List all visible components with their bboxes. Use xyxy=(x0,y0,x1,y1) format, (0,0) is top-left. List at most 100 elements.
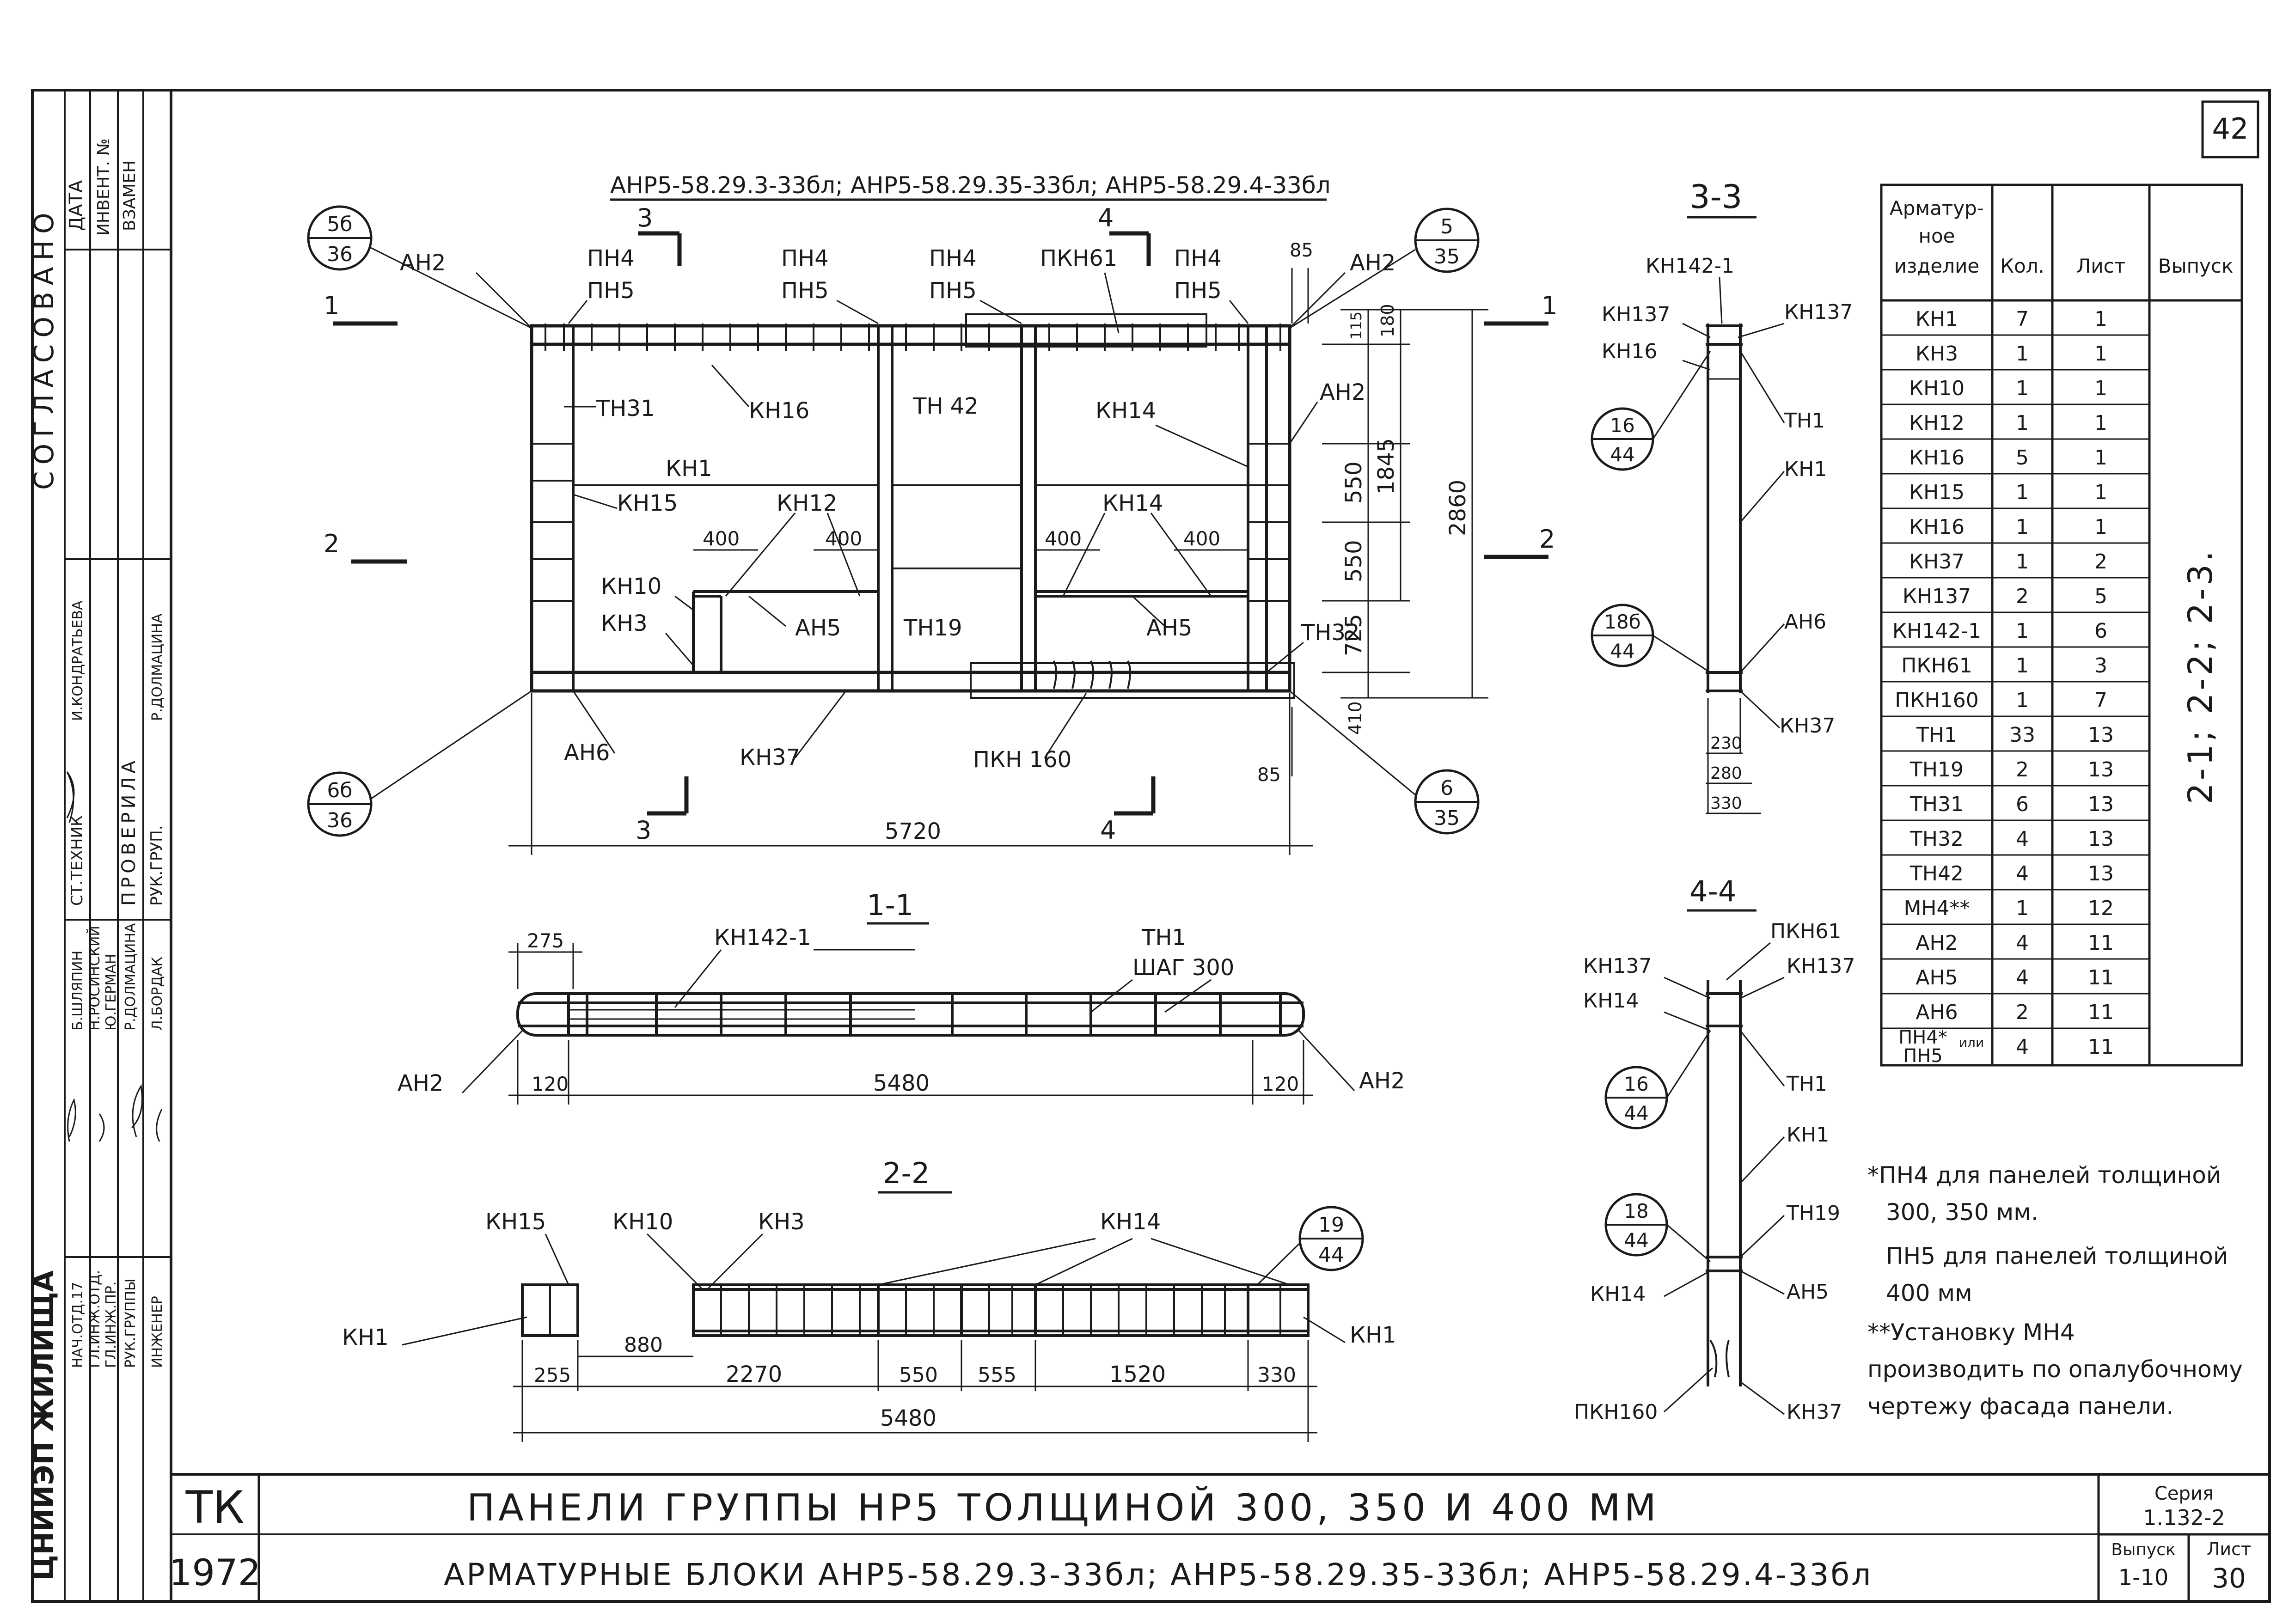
section-3-3: 3-3 КН142-1 КН137 КН137 КН16 ТН1 КН1 АН6… xyxy=(1591,178,1853,814)
svg-text:13: 13 xyxy=(2088,827,2114,851)
dim-410: 410 xyxy=(1345,701,1365,735)
svg-text:18б: 18б xyxy=(1604,611,1640,633)
svg-text:5б: 5б xyxy=(327,213,352,236)
svg-text:КН37: КН37 xyxy=(1909,550,1965,574)
svg-text:КН16: КН16 xyxy=(1909,446,1965,470)
bubble-19-44: 19 44 xyxy=(1298,1206,1364,1271)
svg-text:1: 1 xyxy=(2016,515,2029,539)
svg-text:35: 35 xyxy=(1434,245,1460,269)
stamp-date: ДАТА xyxy=(66,180,87,231)
title-block: ТК 1972 ПАНЕЛИ ГРУППЫ НР5 ТОЛЩИНОЙ 300, … xyxy=(169,1474,2270,1601)
svg-text:1: 1 xyxy=(1542,291,1557,320)
svg-text:35: 35 xyxy=(1434,806,1460,830)
s11-tn1: ТН1 xyxy=(1141,925,1186,951)
svg-text:1: 1 xyxy=(2094,307,2107,331)
stamp-inventory: ИНВЕНТ. № xyxy=(94,138,113,236)
name-3: Ю.ГЕРМАН xyxy=(103,954,119,1031)
svg-text:19: 19 xyxy=(1318,1213,1344,1237)
table-row: КН1 7 1 xyxy=(1916,307,2107,331)
note-line-6: производить по опалубочному xyxy=(1867,1356,2243,1383)
cut-marks: 3 4 1 2 1 2 3 4 xyxy=(324,203,1557,845)
series-label: Серия xyxy=(2154,1483,2214,1504)
s22-dim-555: 555 xyxy=(978,1363,1016,1387)
s33-dim-280: 280 xyxy=(1710,764,1742,783)
section-2-2: 2-2 КН15 КН10 КН3 КН xyxy=(342,1156,1396,1442)
s11-an2-right: АН2 xyxy=(1359,1068,1405,1094)
note-line-1: *ПН4 для панелей толщиной xyxy=(1867,1162,2221,1189)
svg-text:1: 1 xyxy=(2016,411,2029,435)
dim-550a: 550 xyxy=(1341,461,1367,504)
s33-dim-230: 230 xyxy=(1710,734,1742,753)
table-row: ПКН160 1 7 xyxy=(1895,689,2107,712)
svg-text:7: 7 xyxy=(2016,307,2029,331)
s44-tn19: ТН19 xyxy=(1786,1202,1840,1225)
svg-text:44: 44 xyxy=(1610,443,1634,466)
elevation-labels: АН2 ПН4 ПН5 ПН4 ПН5 ПН4 ПН5 ПКН61 ПН4 ПН… xyxy=(400,245,1395,773)
svg-text:33: 33 xyxy=(2009,723,2035,747)
svg-text:1: 1 xyxy=(2094,411,2107,435)
svg-text:КН137: КН137 xyxy=(1903,585,1971,608)
table-row: ТН1 33 13 xyxy=(1916,723,2114,747)
lbl-pkn160: ПКН 160 xyxy=(973,747,1071,773)
lbl-kn1: КН1 xyxy=(666,456,712,482)
top-ties xyxy=(545,324,1281,351)
table-row: ТН31 6 13 xyxy=(1909,793,2114,816)
lbl-an2-left: АН2 xyxy=(400,250,446,276)
spec-header-release: Выпуск xyxy=(2158,255,2234,277)
svg-text:КН142-1: КН142-1 xyxy=(1892,619,1981,643)
post-5: ИНЖЕНЕР xyxy=(149,1296,165,1368)
table-row: КН142-1 1 6 xyxy=(1892,619,2107,643)
table-row: ТН32 4 13 xyxy=(1909,827,2114,851)
lbl-tn31: ТН31 xyxy=(596,396,655,421)
svg-text:КН15: КН15 xyxy=(1909,481,1965,504)
svg-text:2: 2 xyxy=(2094,550,2107,574)
s22-kn3: КН3 xyxy=(758,1209,805,1235)
s22-dim-330: 330 xyxy=(1257,1363,1296,1387)
bubble-6-35: 6 35 xyxy=(1414,769,1480,835)
svg-text:1: 1 xyxy=(2094,377,2107,400)
s44-tn1: ТН1 xyxy=(1786,1072,1827,1096)
svg-text:11: 11 xyxy=(2088,931,2114,955)
lbl-kn3: КН3 xyxy=(601,611,648,636)
svg-text:6: 6 xyxy=(1440,776,1453,800)
svg-text:2: 2 xyxy=(1539,525,1555,554)
svg-text:18: 18 xyxy=(1624,1200,1648,1222)
svg-text:1: 1 xyxy=(324,291,339,320)
svg-text:6: 6 xyxy=(2094,619,2107,643)
s11-step: ШАГ 300 xyxy=(1132,955,1234,981)
svg-text:13: 13 xyxy=(2088,723,2114,747)
stamp-replace: ВЗАМЕН xyxy=(120,160,139,231)
post-3: ГЛ.ИНЖ.ПР. xyxy=(103,1282,119,1368)
bubble-16-44-b: 16 44 xyxy=(1604,1066,1668,1129)
dim-550b: 550 xyxy=(1341,540,1367,582)
svg-text:7: 7 xyxy=(2094,689,2107,712)
s11-dim-5480: 5480 xyxy=(873,1070,930,1096)
svg-text:2: 2 xyxy=(324,529,339,558)
table-row: КН16 1 1 xyxy=(1909,515,2107,539)
s33-kn137-left: КН137 xyxy=(1602,303,1670,326)
svg-text:3: 3 xyxy=(636,816,651,845)
svg-text:44: 44 xyxy=(1610,640,1634,662)
table-row: ТН42 4 13 xyxy=(1909,862,2114,885)
dim-115: 115 xyxy=(1347,311,1365,340)
s33-kn1: КН1 xyxy=(1784,458,1827,481)
top-post-1: СТ.ТЕХНИК xyxy=(68,815,86,906)
s33-an6: АН6 xyxy=(1784,610,1826,634)
lbl-pn5-3: ПН5 xyxy=(929,278,977,304)
svg-text:5: 5 xyxy=(1440,215,1453,238)
svg-text:44: 44 xyxy=(1624,1102,1648,1124)
sheet-label: Лист xyxy=(2207,1539,2251,1559)
top-post-2: РУК.ГРУП. xyxy=(147,825,166,906)
table-row: АН5 4 11 xyxy=(1916,966,2114,989)
svg-text:3: 3 xyxy=(2094,654,2107,678)
post-1: НАЧ.ОТД.17 xyxy=(70,1282,86,1368)
spec-row-lines xyxy=(1881,334,2149,1029)
title-year: 1972 xyxy=(169,1552,261,1594)
s44-kn137-right: КН137 xyxy=(1787,954,1855,978)
section-4-4: 4-4 ПКН61 КН137 КН137 КН14 ТН1 КН1 ТН19 … xyxy=(1574,874,1855,1424)
svg-text:4: 4 xyxy=(1100,816,1116,845)
dim-725: 725 xyxy=(1341,614,1367,656)
table-row: КН16 5 1 xyxy=(1909,446,2107,470)
svg-text:6: 6 xyxy=(2016,793,2029,816)
